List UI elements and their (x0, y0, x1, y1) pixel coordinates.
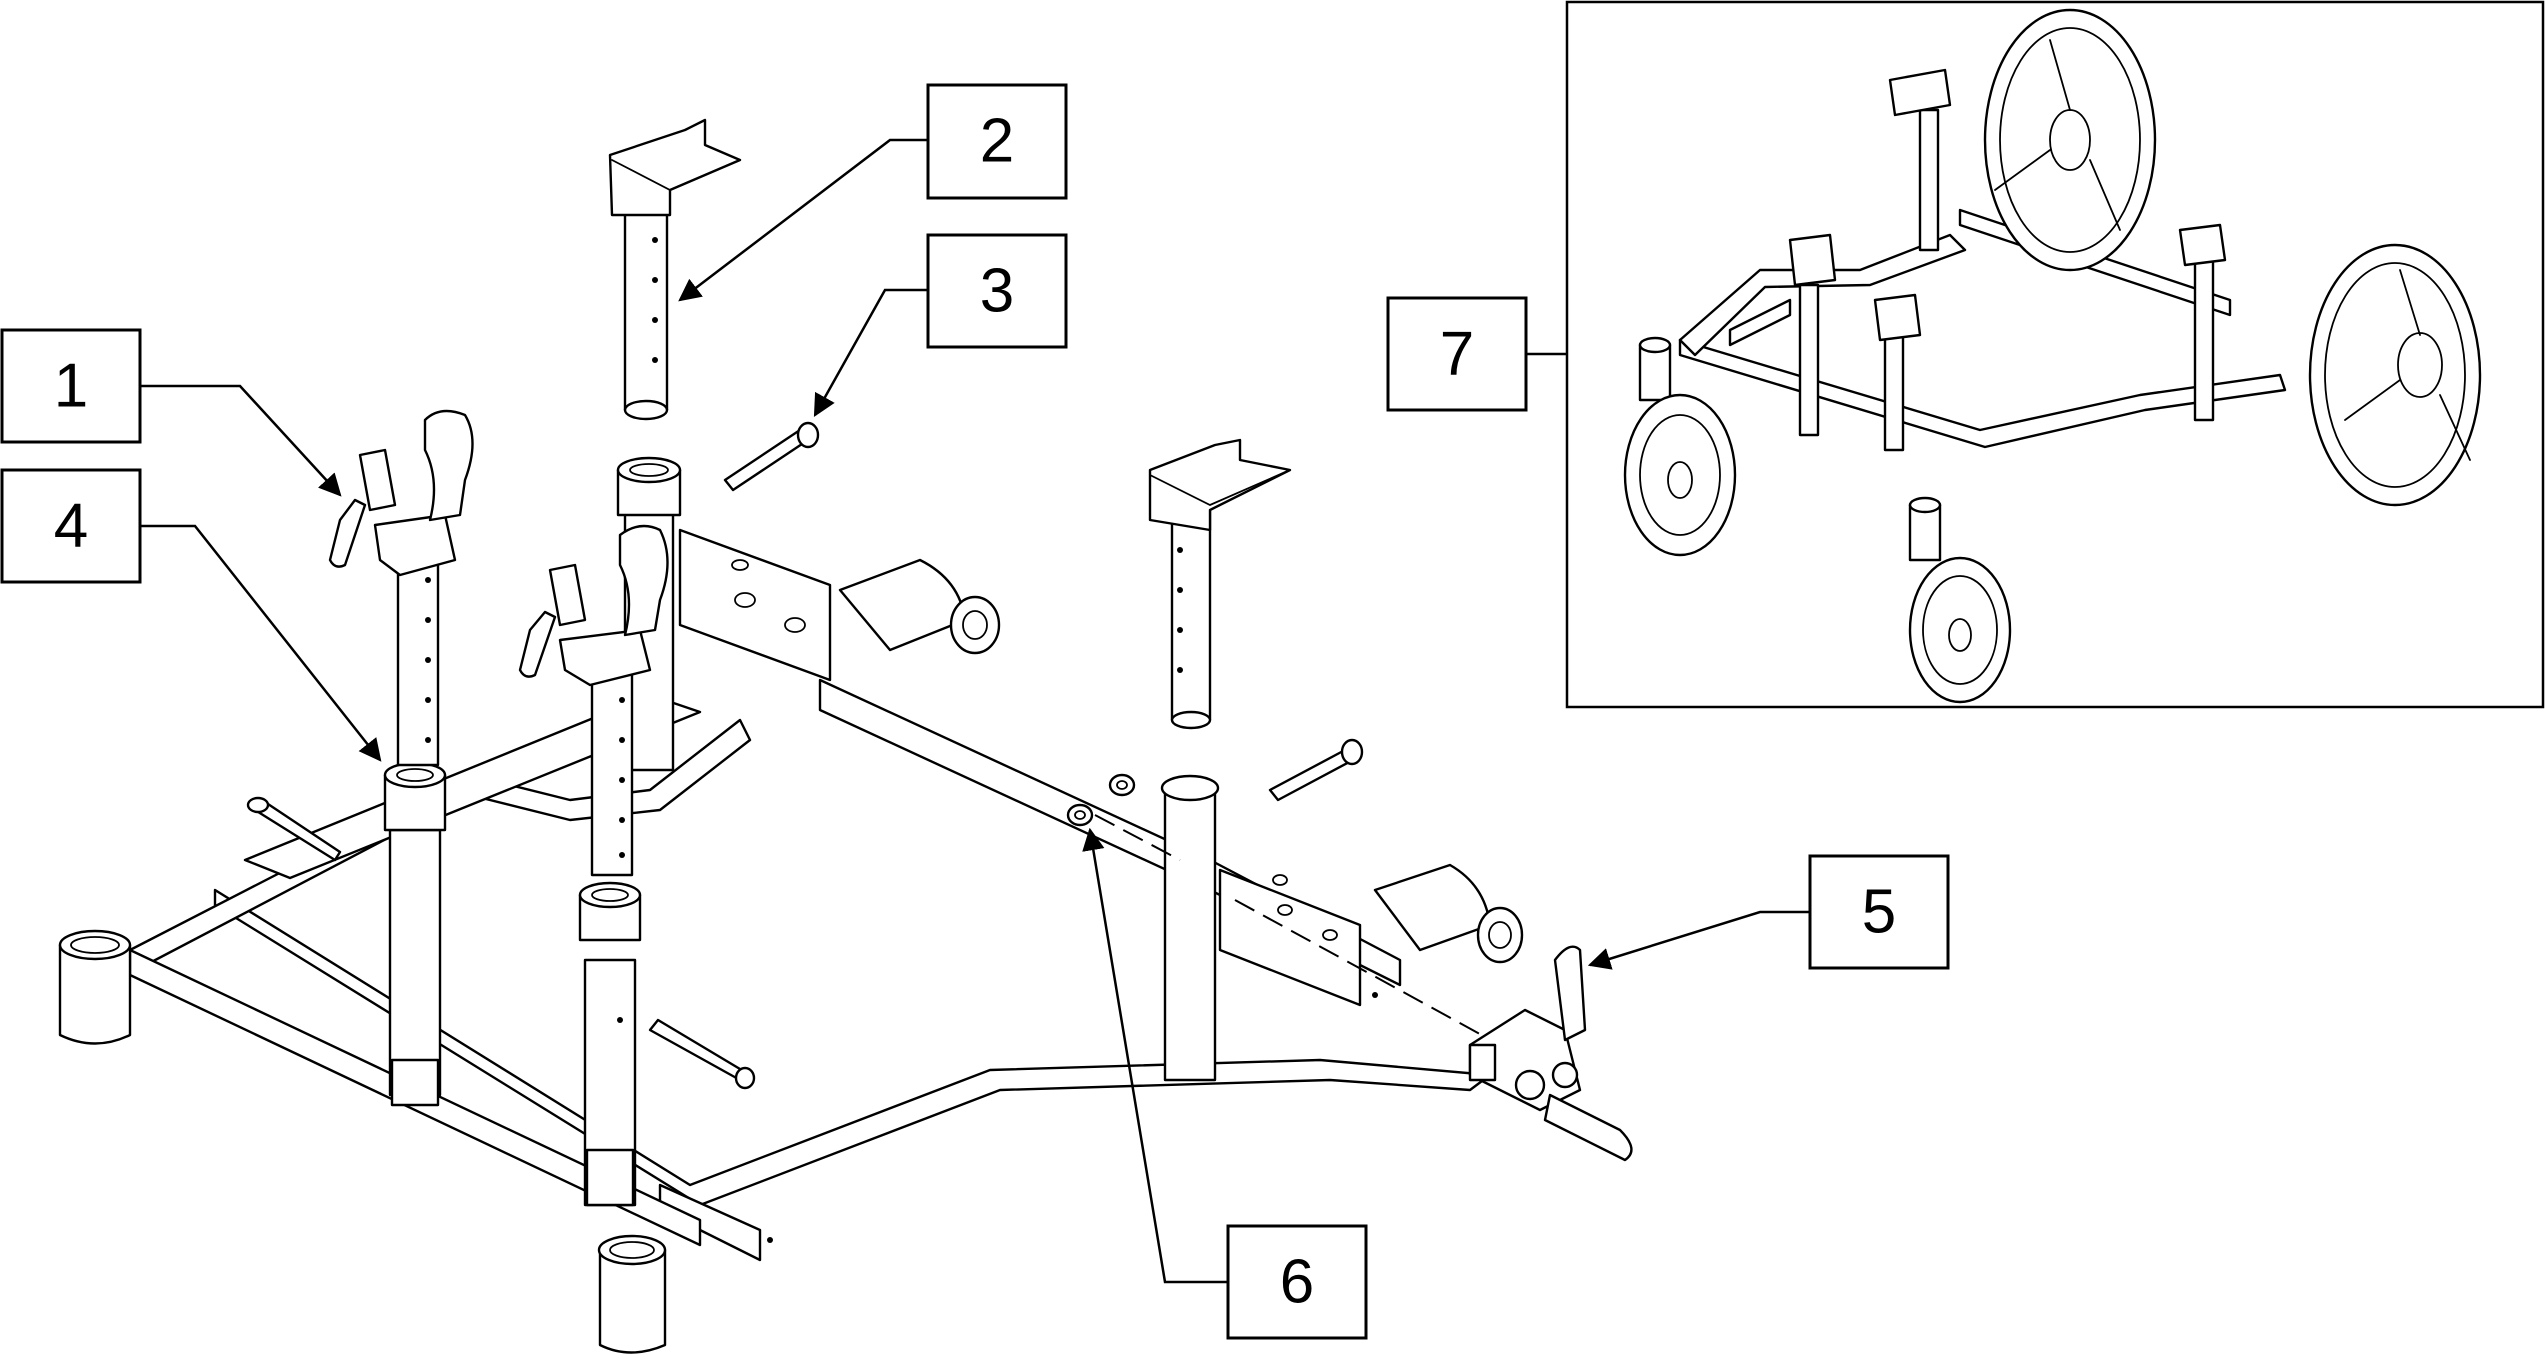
upright-post-center (583, 958, 637, 1207)
assembly-guide-line-bottom (1234, 899, 1501, 1046)
bolt-rear-left (246, 796, 342, 862)
adjustable-tube-center (590, 663, 634, 877)
nut-item-6 (1066, 773, 1136, 827)
footplate-cap-right (1148, 438, 1292, 532)
mounting-plate-rear (678, 528, 1001, 682)
leader-3 (813, 288, 928, 417)
bushing-left (383, 761, 447, 832)
leader-5 (1587, 910, 1810, 970)
assembly-guide-line-top (1094, 814, 1181, 861)
adjustable-tube-left (396, 543, 440, 767)
base-frame (58, 678, 1492, 1354)
callout-1: 1 (0, 328, 142, 444)
callout-4: 4 (0, 468, 142, 584)
leader-4 (140, 524, 382, 762)
callout-5: 5 (1808, 854, 1950, 970)
callout-1-label: 1 (54, 352, 88, 421)
callout-7: 7 (1386, 296, 1528, 412)
clamp-assembly-left (328, 409, 474, 577)
callout-4-label: 4 (54, 492, 88, 561)
bolt-right (1268, 738, 1364, 802)
callout-2-label: 2 (980, 107, 1014, 176)
adjustable-tube-rear (623, 198, 669, 421)
bushing-center (578, 881, 642, 942)
bolt-item-3 (723, 421, 820, 492)
leader-2 (678, 138, 928, 302)
adjustable-tube-right (1170, 508, 1212, 730)
leader-lines (140, 138, 1810, 1284)
clamp-assembly-center (518, 524, 669, 687)
upright-post-right (1160, 774, 1220, 1082)
brake-lever-assembly (1468, 945, 1633, 1162)
upright-post-left (388, 828, 442, 1107)
bushing-rear (616, 456, 682, 517)
assembled-view-inset (1565, 0, 2545, 709)
leader-1 (140, 384, 342, 497)
callout-7-label: 7 (1440, 320, 1474, 389)
mounting-plate-front (1218, 863, 1524, 1007)
leader-6 (1082, 827, 1228, 1284)
callout-3-label: 3 (980, 257, 1014, 326)
callout-5-label: 5 (1862, 878, 1896, 947)
footplate-cap-rear (608, 118, 742, 217)
callout-3: 3 (926, 233, 1068, 349)
bolt-front-left (648, 1018, 756, 1090)
callout-6: 6 (1226, 1224, 1368, 1340)
callout-2: 2 (926, 83, 1068, 200)
callout-6-label: 6 (1280, 1248, 1314, 1317)
